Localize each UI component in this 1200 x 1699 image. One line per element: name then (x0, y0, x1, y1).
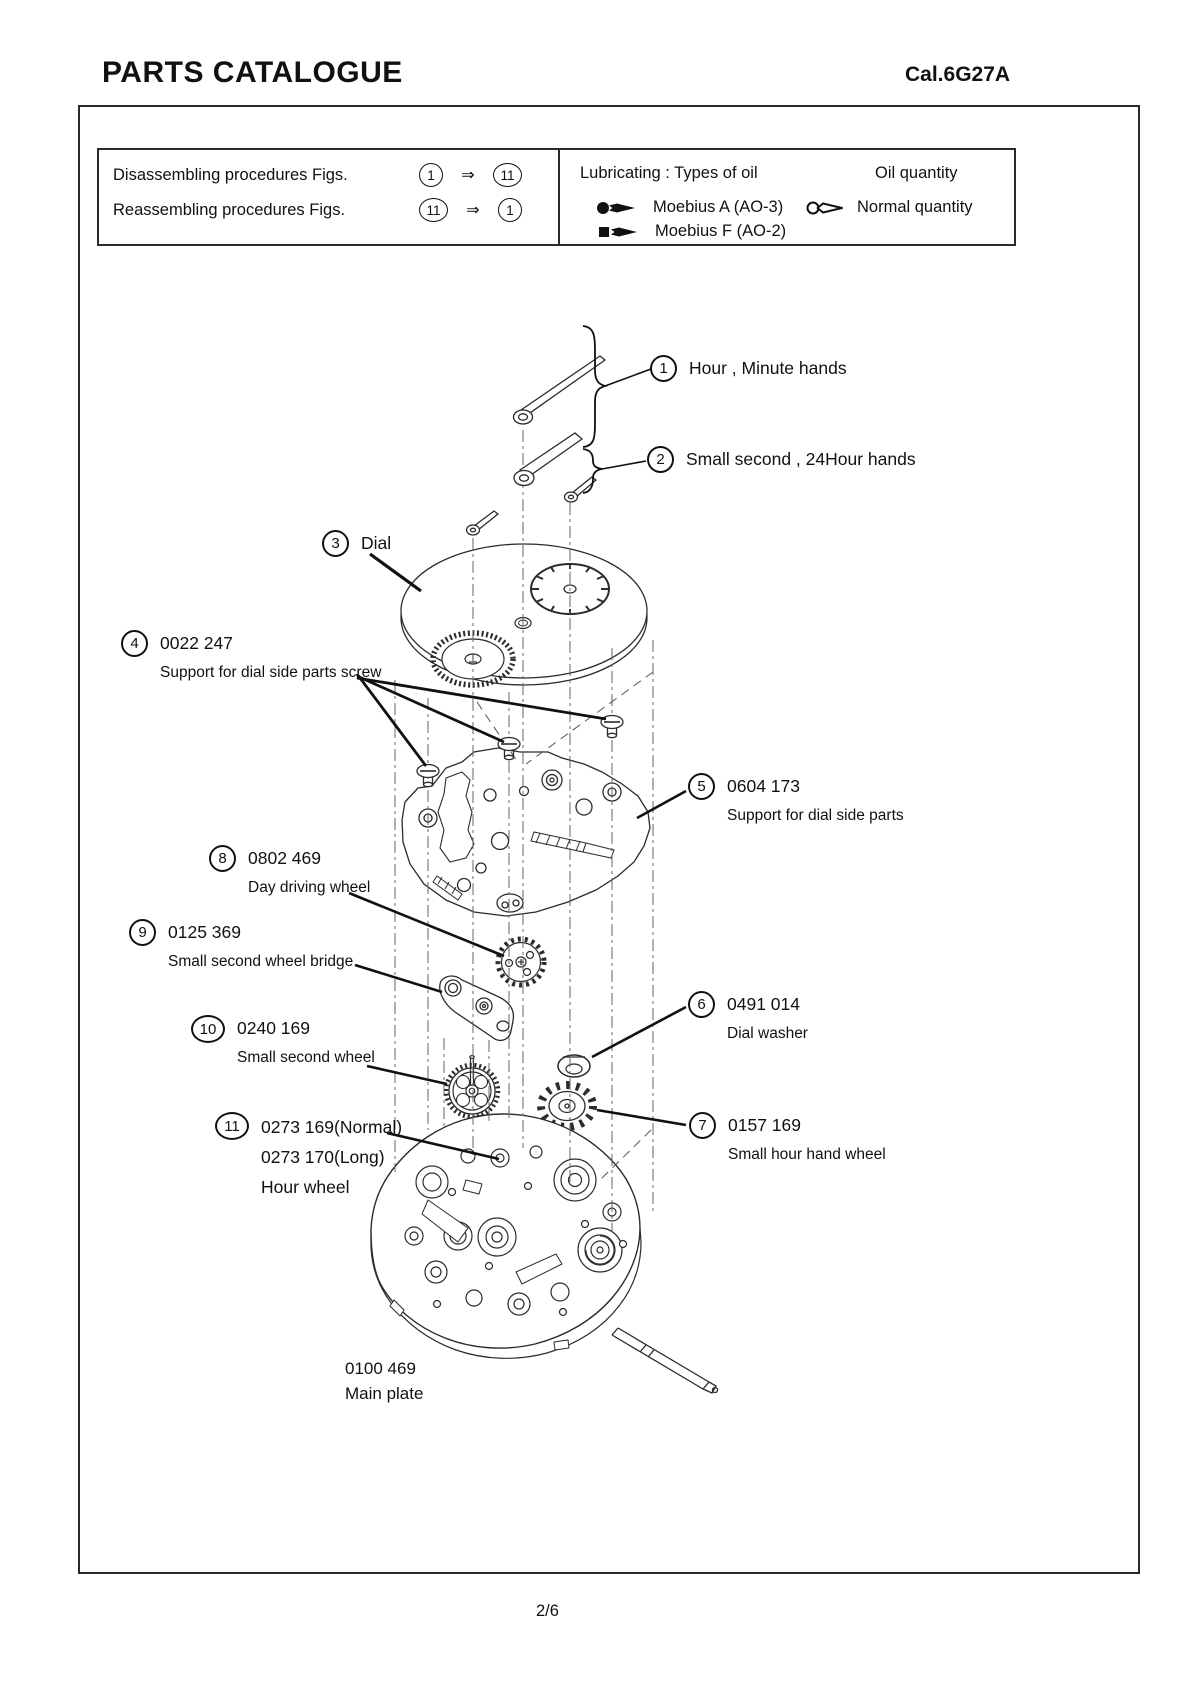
reassembling-label: Reassembling procedures Figs. (113, 200, 346, 219)
part-number: 0240 169 (237, 1018, 310, 1038)
callout-small-second-wheel: 10 0240 169 Small second wheel (191, 1015, 375, 1067)
lubricating-title: Lubricating : Types of oil (580, 164, 758, 182)
callout-dial-washer: 6 0491 014 Dial washer (688, 991, 808, 1043)
part-description: Main plate (345, 1384, 424, 1403)
page-border (78, 105, 1140, 1574)
callout-number: 8 (209, 845, 236, 872)
part-description: Dial washer (727, 1025, 808, 1042)
part-description: Small second wheel bridge (168, 953, 354, 970)
callout-hour-minute-hands: 1 Hour , Minute hands (650, 355, 847, 382)
oil-moebius-a-name: Moebius A (AO-3) (653, 198, 784, 216)
part-description: Day driving wheel (248, 879, 371, 896)
oil-moebius-f-icon (599, 226, 637, 237)
callout-hour-wheel: 11 0273 169(Normal) 0273 170(Long) Hour … (215, 1112, 402, 1202)
caliber-label: Cal.6G27A (905, 63, 1011, 86)
disassembling-row: Disassembling procedures Figs. 1 ⇒ 11 (113, 163, 522, 187)
callout-text: Dial (361, 533, 392, 553)
callout-number: 7 (689, 1112, 716, 1139)
callout-number: 4 (121, 630, 148, 657)
part-description: Support for dial side parts (727, 807, 904, 824)
part-number: 0802 469 (248, 848, 321, 868)
fig-number-circle: 1 (498, 198, 522, 222)
normal-quantity-label: Normal quantity (857, 198, 973, 216)
info-box-divider (558, 150, 560, 244)
arrow-right-icon: ⇒ (466, 202, 480, 219)
part-description: Small hour hand wheel (728, 1146, 886, 1163)
callout-number: 10 (191, 1015, 225, 1043)
callout-support-screw: 4 0022 247 Support for dial side parts s… (121, 630, 381, 682)
oil-quantity-header: Oil quantity (875, 164, 958, 182)
oil-row-moebius-a: Moebius A (AO-3) (595, 198, 783, 217)
part-number: 0157 169 (728, 1115, 801, 1135)
main-plate-label: 0100 469 Main plate (345, 1356, 423, 1406)
page-number: 2/6 (536, 1602, 559, 1620)
fig-number-circle: 11 (493, 163, 522, 187)
fig-number-circle: 11 (419, 198, 448, 222)
callout-text: Hour , Minute hands (689, 358, 847, 378)
callout-text: Small second , 24Hour hands (686, 449, 916, 469)
page-title: PARTS CATALOGUE (102, 56, 403, 89)
reassembling-row: Reassembling procedures Figs. 11 ⇒ 1 (113, 198, 522, 222)
callout-small-second-wheel-bridge: 9 0125 369 Small second wheel bridge (129, 919, 353, 971)
callout-day-driving-wheel: 8 0802 469 Day driving wheel (209, 845, 370, 897)
part-description: Support for dial side parts screw (160, 664, 382, 681)
normal-quantity-icon (806, 201, 843, 214)
callout-number: 11 (215, 1112, 249, 1140)
oil-moebius-a-icon (597, 201, 635, 214)
callout-small-hour-hand-wheel: 7 0157 169 Small hour hand wheel (689, 1112, 886, 1164)
part-number: 0125 369 (168, 922, 241, 942)
disassembling-label: Disassembling procedures Figs. (113, 165, 348, 184)
part-description: Small second wheel (237, 1049, 375, 1066)
procedures-lubrication-box: Disassembling procedures Figs. 1 ⇒ 11 Re… (97, 148, 1016, 246)
part-number-normal: 0273 169(Normal) (261, 1117, 403, 1137)
callout-number: 1 (650, 355, 677, 382)
part-number: 0100 469 (345, 1359, 416, 1378)
fig-number-circle: 1 (419, 163, 443, 187)
normal-quantity-group: Normal quantity (805, 198, 973, 217)
part-number-long: 0273 170(Long) (261, 1147, 385, 1167)
callout-number: 3 (322, 530, 349, 557)
callout-support-dial-side-parts: 5 0604 173 Support for dial side parts (688, 773, 904, 825)
arrow-right-icon: ⇒ (461, 167, 475, 184)
part-number: 0604 173 (727, 776, 800, 796)
part-number: 0022 247 (160, 633, 233, 653)
callout-number: 9 (129, 919, 156, 946)
callout-number: 2 (647, 446, 674, 473)
callout-number: 5 (688, 773, 715, 800)
oil-row-moebius-f: Moebius F (AO-2) (597, 222, 786, 241)
callout-small-second-24hour-hands: 2 Small second , 24Hour hands (647, 446, 916, 473)
callout-number: 6 (688, 991, 715, 1018)
part-description: Hour wheel (261, 1177, 350, 1197)
oil-moebius-f-name: Moebius F (AO-2) (655, 222, 787, 240)
callout-dial: 3 Dial (322, 530, 391, 557)
part-number: 0491 014 (727, 994, 800, 1014)
